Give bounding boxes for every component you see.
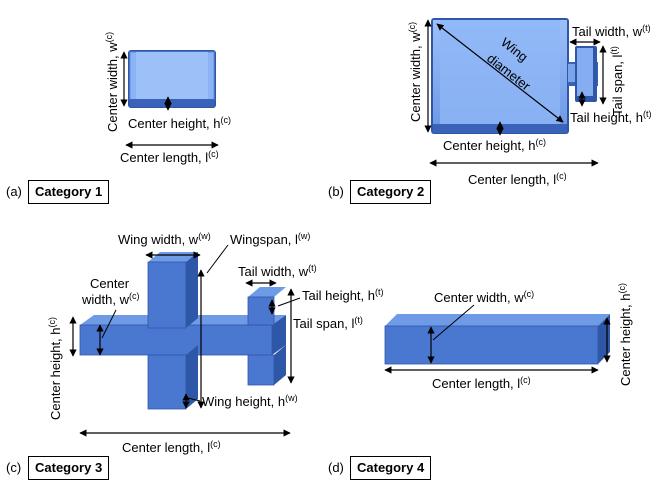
category-4-box: Category 4 (350, 456, 432, 480)
center-length-label-4: Center length, l(c) (432, 375, 531, 391)
panel-letter-d: (d) (328, 460, 344, 475)
tail-height-label-3: Tail height, h(t) (302, 287, 384, 303)
category-4-shape (384, 314, 610, 365)
tail-span-label-2: Tail span, l(t) (609, 46, 625, 116)
panel-letter-c: (c) (6, 460, 22, 475)
center-length-label-1: Center length, l(c) (120, 149, 219, 165)
tail-height-label-2: Tail height, h(t) (570, 109, 652, 125)
wing-height-label: Wing height, h(w) (202, 393, 298, 409)
wingspan-label: Wingspan, l(w) (230, 231, 310, 247)
center-width-label-1: Center width, w(c) (104, 32, 120, 132)
wing-diameter-arrow (436, 23, 564, 123)
center-width-leader-3 (101, 309, 117, 339)
category-1-shape (128, 50, 216, 108)
category-2-box: Category 2 (350, 180, 432, 204)
center-width-label-3b: width, w(c) (81, 291, 139, 307)
tail-width-label-3: Tail width, w(t) (238, 263, 317, 279)
center-width-label-4: Center width, w(c) (434, 289, 534, 305)
center-height-label-4: Center height, h(c) (617, 283, 633, 386)
category-3-box: Category 3 (28, 456, 110, 480)
center-height-label-3: Center height, h(c) (47, 317, 63, 420)
center-height-label-2: Center height, h(c) (443, 137, 546, 153)
center-width-label-2: Center width, w(c) (407, 22, 423, 122)
panel-letter-a: (a) (6, 184, 22, 199)
category-3-shape (79, 252, 286, 410)
center-height-label-1: Center height, h(c) (128, 115, 231, 131)
panel-letter-b: (b) (328, 184, 344, 199)
tail-height-leader-3 (277, 297, 301, 307)
center-length-label-3: Center length, l(c) (122, 439, 221, 455)
center-width-leader-4 (432, 304, 475, 341)
center-width-label-3a: Center (90, 276, 130, 291)
tail-span-label-3: Tail span, l(t) (293, 315, 363, 331)
wingspan-leader (206, 244, 229, 274)
category-1-box: Category 1 (28, 180, 110, 204)
center-length-label-2: Center length, l(c) (468, 171, 567, 187)
wing-width-label: Wing width, w(w) (118, 231, 211, 247)
tail-width-label-2: Tail width, w(t) (572, 23, 651, 39)
wing-height-leader (187, 397, 201, 402)
